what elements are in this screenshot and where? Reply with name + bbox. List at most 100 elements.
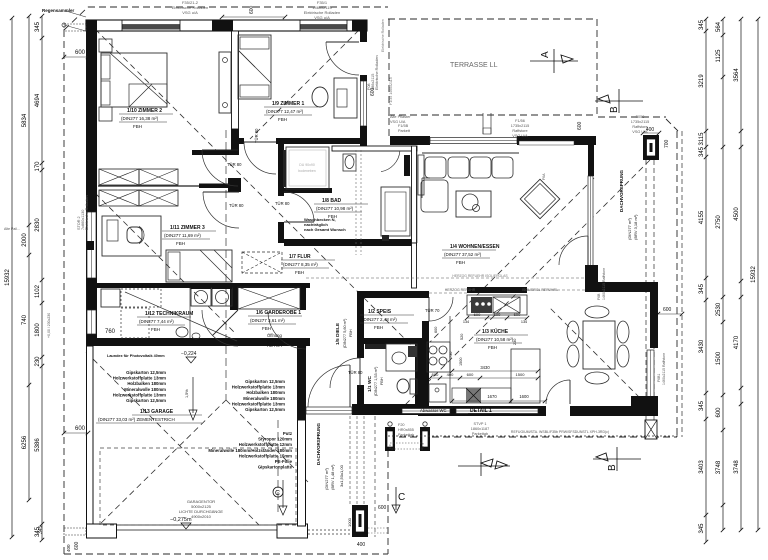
- svg-text:FBH: FBH: [349, 329, 353, 337]
- svg-text:DACHVORSPRUNG: DACHVORSPRUNG: [316, 422, 321, 465]
- svg-text:B: B: [607, 464, 618, 471]
- svg-text:600: 600: [514, 312, 521, 317]
- svg-text:134: 134: [463, 320, 469, 324]
- svg-text:DACHVORSPRUNG: DACHVORSPRUNG: [619, 169, 624, 212]
- svg-text:(DIN277 37,52 m²): (DIN277 37,52 m²): [444, 252, 482, 257]
- svg-text:1600: 1600: [519, 394, 529, 399]
- svg-text:VSG u/A: VSG u/A: [314, 15, 330, 20]
- svg-text:STVP 1: STVP 1: [473, 422, 486, 426]
- svg-text:600: 600: [378, 505, 387, 511]
- svg-text:FBH: FBH: [133, 124, 142, 129]
- svg-text:345: 345: [699, 523, 705, 534]
- svg-text:(DIN277 16,38 m²): (DIN277 16,38 m²): [121, 116, 159, 121]
- svg-text:3748: 3748: [734, 460, 740, 474]
- svg-text:(DIN277 11,69 m²): (DIN277 11,69 m²): [164, 233, 201, 238]
- svg-text:1125: 1125: [716, 49, 722, 63]
- svg-text:3430: 3430: [480, 365, 490, 370]
- svg-text:(DIN277 12,47 m²): (DIN277 12,47 m²): [266, 109, 304, 114]
- svg-text:F058: F058: [636, 115, 645, 119]
- svg-text:TÜR 80: TÜR 80: [348, 370, 363, 375]
- svg-text:1460x2115 Raffstore: 1460x2115 Raffstore: [662, 353, 666, 385]
- svg-text:Elektrische Rolladen: Elektrische Rolladen: [172, 5, 208, 10]
- svg-text:1860x1187: 1860x1187: [471, 427, 490, 431]
- svg-text:1/12 TECHNIKRAUM: 1/12 TECHNIKRAUM: [145, 311, 193, 317]
- svg-text:400: 400: [357, 542, 366, 548]
- svg-text:345: 345: [699, 146, 705, 157]
- svg-text:Holzbalken 180mm: Holzbalken 180mm: [127, 381, 166, 386]
- svg-text:(DIN277 2,48 m²): (DIN277 2,48 m²): [362, 317, 397, 322]
- svg-text:(BRV 3,18 m²): (BRV 3,18 m²): [633, 214, 638, 240]
- svg-text:2000: 2000: [22, 233, 28, 247]
- svg-text:Gipskarton 12,5mm: Gipskarton 12,5mm: [126, 398, 166, 403]
- svg-text:F35/21-2: F35/21-2: [182, 0, 199, 5]
- svg-text:LICHTE DURCHGÄNGE: LICHTE DURCHGÄNGE: [179, 509, 224, 514]
- svg-text:1000: 1000: [347, 517, 352, 527]
- svg-text:5386: 5386: [35, 438, 41, 452]
- svg-text:564: 564: [716, 21, 722, 32]
- svg-text:Holzwerkstoffplatte 13mm: Holzwerkstoffplatte 13mm: [113, 376, 166, 381]
- svg-text:FBH: FBH: [456, 260, 465, 265]
- svg-text:5000x2125: 5000x2125: [191, 504, 212, 509]
- svg-text:HR0x855: HR0x855: [398, 428, 414, 432]
- svg-text:F08: F08: [367, 83, 371, 90]
- svg-text:1/9 ZIMMER 1: 1/9 ZIMMER 1: [272, 101, 304, 107]
- svg-text:2750: 2750: [716, 215, 722, 229]
- svg-text:(DIN277 33,03 m²) ZEMENTESTRI: (DIN277 33,03 m²) ZEMENTESTRICH: [98, 417, 175, 422]
- svg-text:F1/5B: F1/5B: [398, 124, 409, 128]
- svg-text:HERZOG REFÜHR: HERZOG REFÜHR: [445, 288, 476, 292]
- svg-text:600: 600: [474, 312, 481, 317]
- svg-text:Elektrische Rolladen: Elektrische Rolladen: [375, 55, 379, 90]
- svg-text:Putz: Putz: [283, 431, 292, 436]
- svg-text:FBH: FBH: [151, 327, 160, 332]
- svg-text:1500: 1500: [516, 372, 526, 377]
- svg-text:230: 230: [513, 339, 517, 345]
- svg-text:VSG U/A: VSG U/A: [390, 120, 406, 124]
- svg-text:1/13 GARAGE: 1/13 GARAGE: [140, 409, 174, 415]
- svg-text:(DIN277 10,58 m²): (DIN277 10,58 m²): [476, 337, 514, 342]
- svg-text:3x1,50x1,00: 3x1,50x1,00: [339, 464, 344, 487]
- svg-text:DU 90x90: DU 90x90: [299, 163, 315, 167]
- svg-text:700: 700: [664, 139, 670, 148]
- svg-text:TÜR 80: TÜR 80: [229, 203, 244, 208]
- svg-text:Holzwerkstoffplatte 13mm: Holzwerkstoffplatte 13mm: [113, 392, 166, 397]
- svg-text:1670: 1670: [487, 394, 497, 399]
- svg-text:3403: 3403: [699, 460, 705, 474]
- svg-text:Raffstore: Raffstore: [632, 125, 647, 129]
- svg-text:1/6 GARDEROBE 1: 1/6 GARDEROBE 1: [256, 310, 301, 316]
- svg-text:730: 730: [449, 352, 453, 358]
- svg-text:F1/35 1460x2115: F1/35 1460x2115: [389, 77, 393, 105]
- svg-text:(DIN277 m²): (DIN277 m²): [324, 467, 329, 490]
- svg-text:VSG U/A: VSG U/A: [632, 130, 648, 134]
- svg-text:600: 600: [434, 327, 438, 333]
- svg-text:C: C: [398, 492, 405, 503]
- svg-text:(DIN277 5,60 m²): (DIN277 5,60 m²): [343, 318, 347, 348]
- svg-text:7x860x1130: 7x860x1130: [81, 210, 85, 230]
- svg-text:3115: 3115: [699, 132, 705, 146]
- svg-text:600: 600: [75, 426, 86, 432]
- svg-text:1/11 ZIMMER 3: 1/11 ZIMMER 3: [170, 225, 205, 231]
- svg-text:F35/1: F35/1: [317, 0, 328, 5]
- svg-text:186x2115: 186x2115: [371, 74, 375, 90]
- svg-text:400: 400: [66, 544, 71, 552]
- svg-text:1/1 WC: 1/1 WC: [367, 375, 373, 392]
- svg-text:(DIN277 1,53 m²): (DIN277 1,53 m²): [374, 366, 378, 396]
- svg-text:Mineralwolle 180mm: Mineralwolle 180mm: [124, 387, 166, 392]
- svg-text:FBH: FBH: [278, 117, 287, 122]
- svg-text:600: 600: [370, 87, 376, 96]
- svg-text:3748: 3748: [716, 460, 722, 474]
- svg-text:3564: 3564: [734, 68, 740, 82]
- svg-text:15932: 15932: [5, 268, 11, 285]
- svg-text:Elektrische Rolladen: Elektrische Rolladen: [381, 19, 385, 52]
- svg-text:Mineralwolle 180mm: Mineralwolle 180mm: [243, 396, 285, 401]
- svg-text:Alte Pflaster: Alte Pflaster: [390, 115, 411, 119]
- svg-text:600: 600: [467, 372, 474, 377]
- svg-text:Regensammler: Regensammler: [42, 8, 75, 13]
- svg-text:(965x2083): (965x2083): [267, 338, 289, 343]
- svg-text:1800: 1800: [35, 323, 41, 337]
- svg-text:(DIN277 3,61 m²): (DIN277 3,61 m²): [250, 318, 285, 323]
- svg-text:FBH: FBH: [295, 270, 304, 275]
- svg-text:B: B: [609, 106, 620, 113]
- svg-text:−0,224: −0,224: [181, 351, 197, 357]
- svg-text:TÜR 80: TÜR 80: [275, 201, 290, 206]
- svg-text:1,5%: 1,5%: [185, 389, 189, 398]
